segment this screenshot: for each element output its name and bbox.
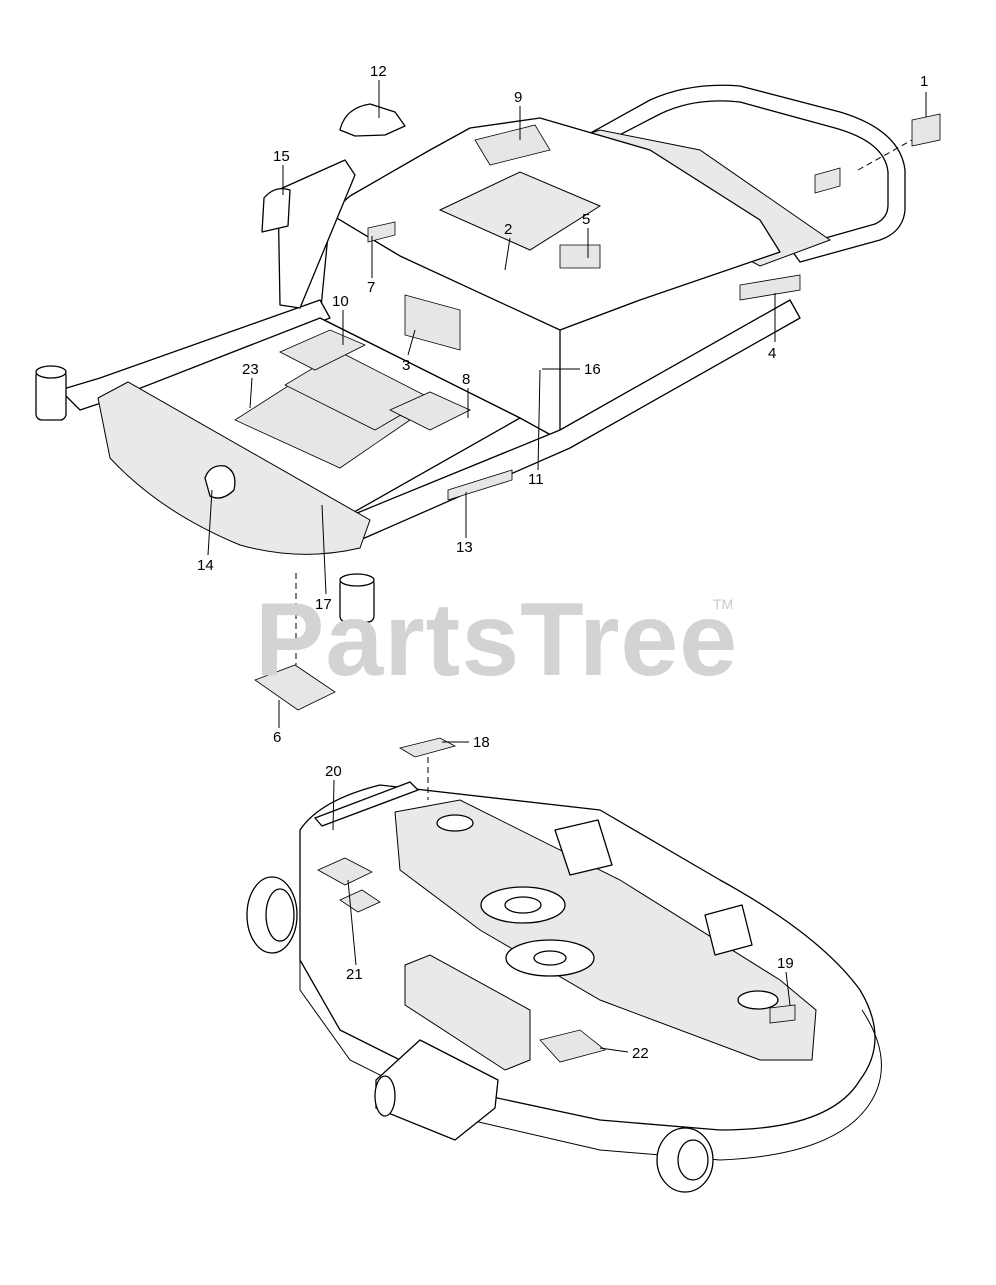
front-roller: [375, 1039, 499, 1141]
callout-19: 19: [777, 955, 794, 972]
callout-17: 17: [315, 596, 332, 613]
mower-deck-assembly: [246, 737, 882, 1193]
callout-2: 2: [504, 221, 512, 238]
gauge-wheel-right-hub: [677, 1139, 709, 1181]
callout-15: 15: [273, 148, 290, 165]
callout-5: 5: [582, 211, 590, 228]
callout-13: 13: [456, 539, 473, 556]
decal-4: [739, 274, 801, 301]
decal-21a: [317, 857, 373, 886]
callout-18: 18: [473, 734, 490, 751]
decal-9: [474, 124, 551, 166]
decal-22: [539, 1029, 606, 1063]
callout-22: 22: [632, 1045, 649, 1062]
part-15: [261, 187, 291, 233]
floor-decal-8: [389, 391, 471, 431]
callout-20: 20: [325, 763, 342, 780]
decal-18: [398, 737, 457, 758]
roller-end: [374, 1075, 396, 1117]
floor-decal-10: [279, 329, 366, 371]
trademark-mark: TM: [713, 596, 734, 612]
frame-rear-loop: [559, 84, 906, 263]
callout-10: 10: [332, 293, 349, 310]
left-caster-top: [35, 365, 67, 379]
idler-pulley-hub: [504, 896, 542, 914]
decal-13: [447, 469, 513, 501]
baffle-right: [704, 904, 753, 956]
part-14: [204, 465, 236, 499]
callout-3: 3: [402, 357, 410, 374]
callout-11: 11: [528, 471, 544, 488]
callout-6: 6: [273, 729, 281, 746]
decal-7: [367, 221, 396, 243]
decal-6: [254, 664, 336, 711]
callout-21: 21: [346, 966, 363, 983]
callout-7: 7: [367, 279, 375, 296]
discharge-guard: [404, 954, 531, 1071]
partstree-watermark: PartsTree: [255, 582, 739, 698]
deck-skirt: [299, 960, 882, 1161]
seat-bracket: [277, 159, 356, 309]
callout-8: 8: [462, 371, 470, 388]
baffle-rear: [554, 819, 613, 876]
callout-12: 12: [370, 63, 387, 80]
leader-lines: [207, 80, 927, 1053]
callout-1: 1: [920, 73, 928, 90]
part-12: [339, 103, 406, 137]
decal-5: [559, 244, 601, 269]
spindle-cap-left: [436, 814, 474, 832]
callout-9: 9: [514, 89, 522, 106]
callout-4: 4: [768, 345, 776, 362]
decal-3: [404, 294, 461, 351]
spindle-cap-right: [737, 990, 779, 1010]
front-bumper: [97, 381, 371, 555]
callout-16: 16: [584, 361, 601, 378]
decal-1-inline: [814, 167, 841, 194]
callout-23: 23: [242, 361, 259, 378]
callout-14: 14: [197, 557, 214, 574]
rear-strap: [314, 781, 419, 827]
gauge-wheel-left-hub: [265, 888, 295, 942]
frame-assembly: [35, 84, 941, 711]
hint-line-1: [857, 139, 913, 171]
decal-19: [769, 1004, 796, 1024]
drive-pulley-hub: [533, 950, 567, 966]
callout-labels: 1 2 3 4 5 6 7 8 9 10 11 12 13 14 15 16 1…: [197, 63, 928, 1062]
decal-1: [911, 113, 941, 147]
platform-cutout: [438, 171, 602, 251]
right-caster-top: [339, 573, 375, 587]
